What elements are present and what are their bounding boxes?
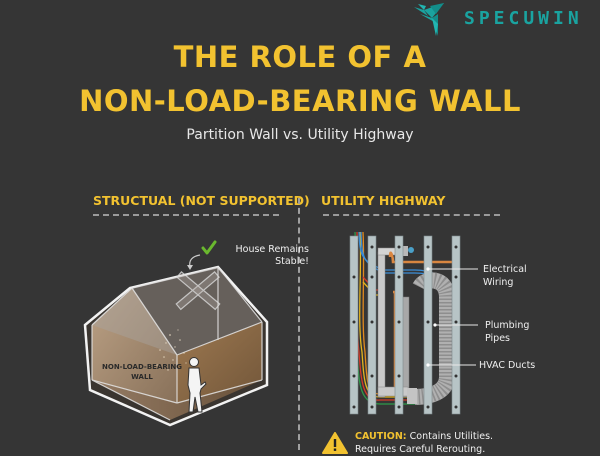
utility-heading: UTILITY HIGHWAY (321, 193, 446, 208)
callout-electrical-wiring: Electrical Wiring (483, 263, 527, 289)
origami-bird-icon (414, 3, 444, 36)
left-wall (92, 288, 177, 403)
crossed-beam-icon (175, 271, 221, 311)
caution-line-1: Contains Utilities. (409, 431, 494, 442)
callout-line: Electrical (483, 264, 527, 275)
house-illustration (83, 240, 269, 427)
caution-text: CAUTION: Contains Utilities. Requires Ca… (355, 430, 493, 456)
callout-plumbing-pipes: Plumbing Pipes (485, 319, 529, 345)
callout-line: Pipes (485, 333, 510, 344)
title-line-1: THE ROLE OF A (173, 40, 427, 74)
page-title: THE ROLE OF A NON-LOAD-BEARING WALL (0, 38, 600, 120)
person-icon (187, 357, 207, 413)
wall-label-line-2: WALL (131, 373, 153, 381)
utility-illustration (349, 232, 465, 415)
title-line-2: NON-LOAD-BEARING WALL (79, 84, 521, 118)
callout-extensions (460, 268, 478, 366)
panel-divider (298, 198, 300, 450)
caution-label: CAUTION: (355, 431, 407, 442)
house-stable-label: House Remains Stable! (217, 244, 310, 268)
callout-line: HVAC Ducts (479, 360, 536, 371)
wall-label: NON-LOAD-BEARING WALL (96, 362, 188, 382)
callout-hvac-ducts: HVAC Ducts (479, 359, 535, 372)
callout-line: Wiring (483, 277, 514, 288)
stable-line-1: House Remains (235, 244, 310, 255)
structural-heading: STRUCTUAL (NOT SUPPORTED) (93, 193, 310, 208)
brand-name: SPECUWIN (464, 8, 583, 29)
page-subtitle: Partition Wall vs. Utility Highway (186, 127, 414, 143)
heading-underline (93, 214, 279, 216)
callout-line: Plumbing (485, 320, 530, 331)
heading-underline (323, 214, 500, 216)
warning-icon (322, 432, 348, 454)
checkmark-icon (201, 240, 217, 255)
stable-line-2: Stable! (275, 256, 309, 267)
brand-logo: SPECUWIN (412, 2, 592, 36)
wall-label-line-1: NON-LOAD-BEARING (102, 363, 182, 371)
